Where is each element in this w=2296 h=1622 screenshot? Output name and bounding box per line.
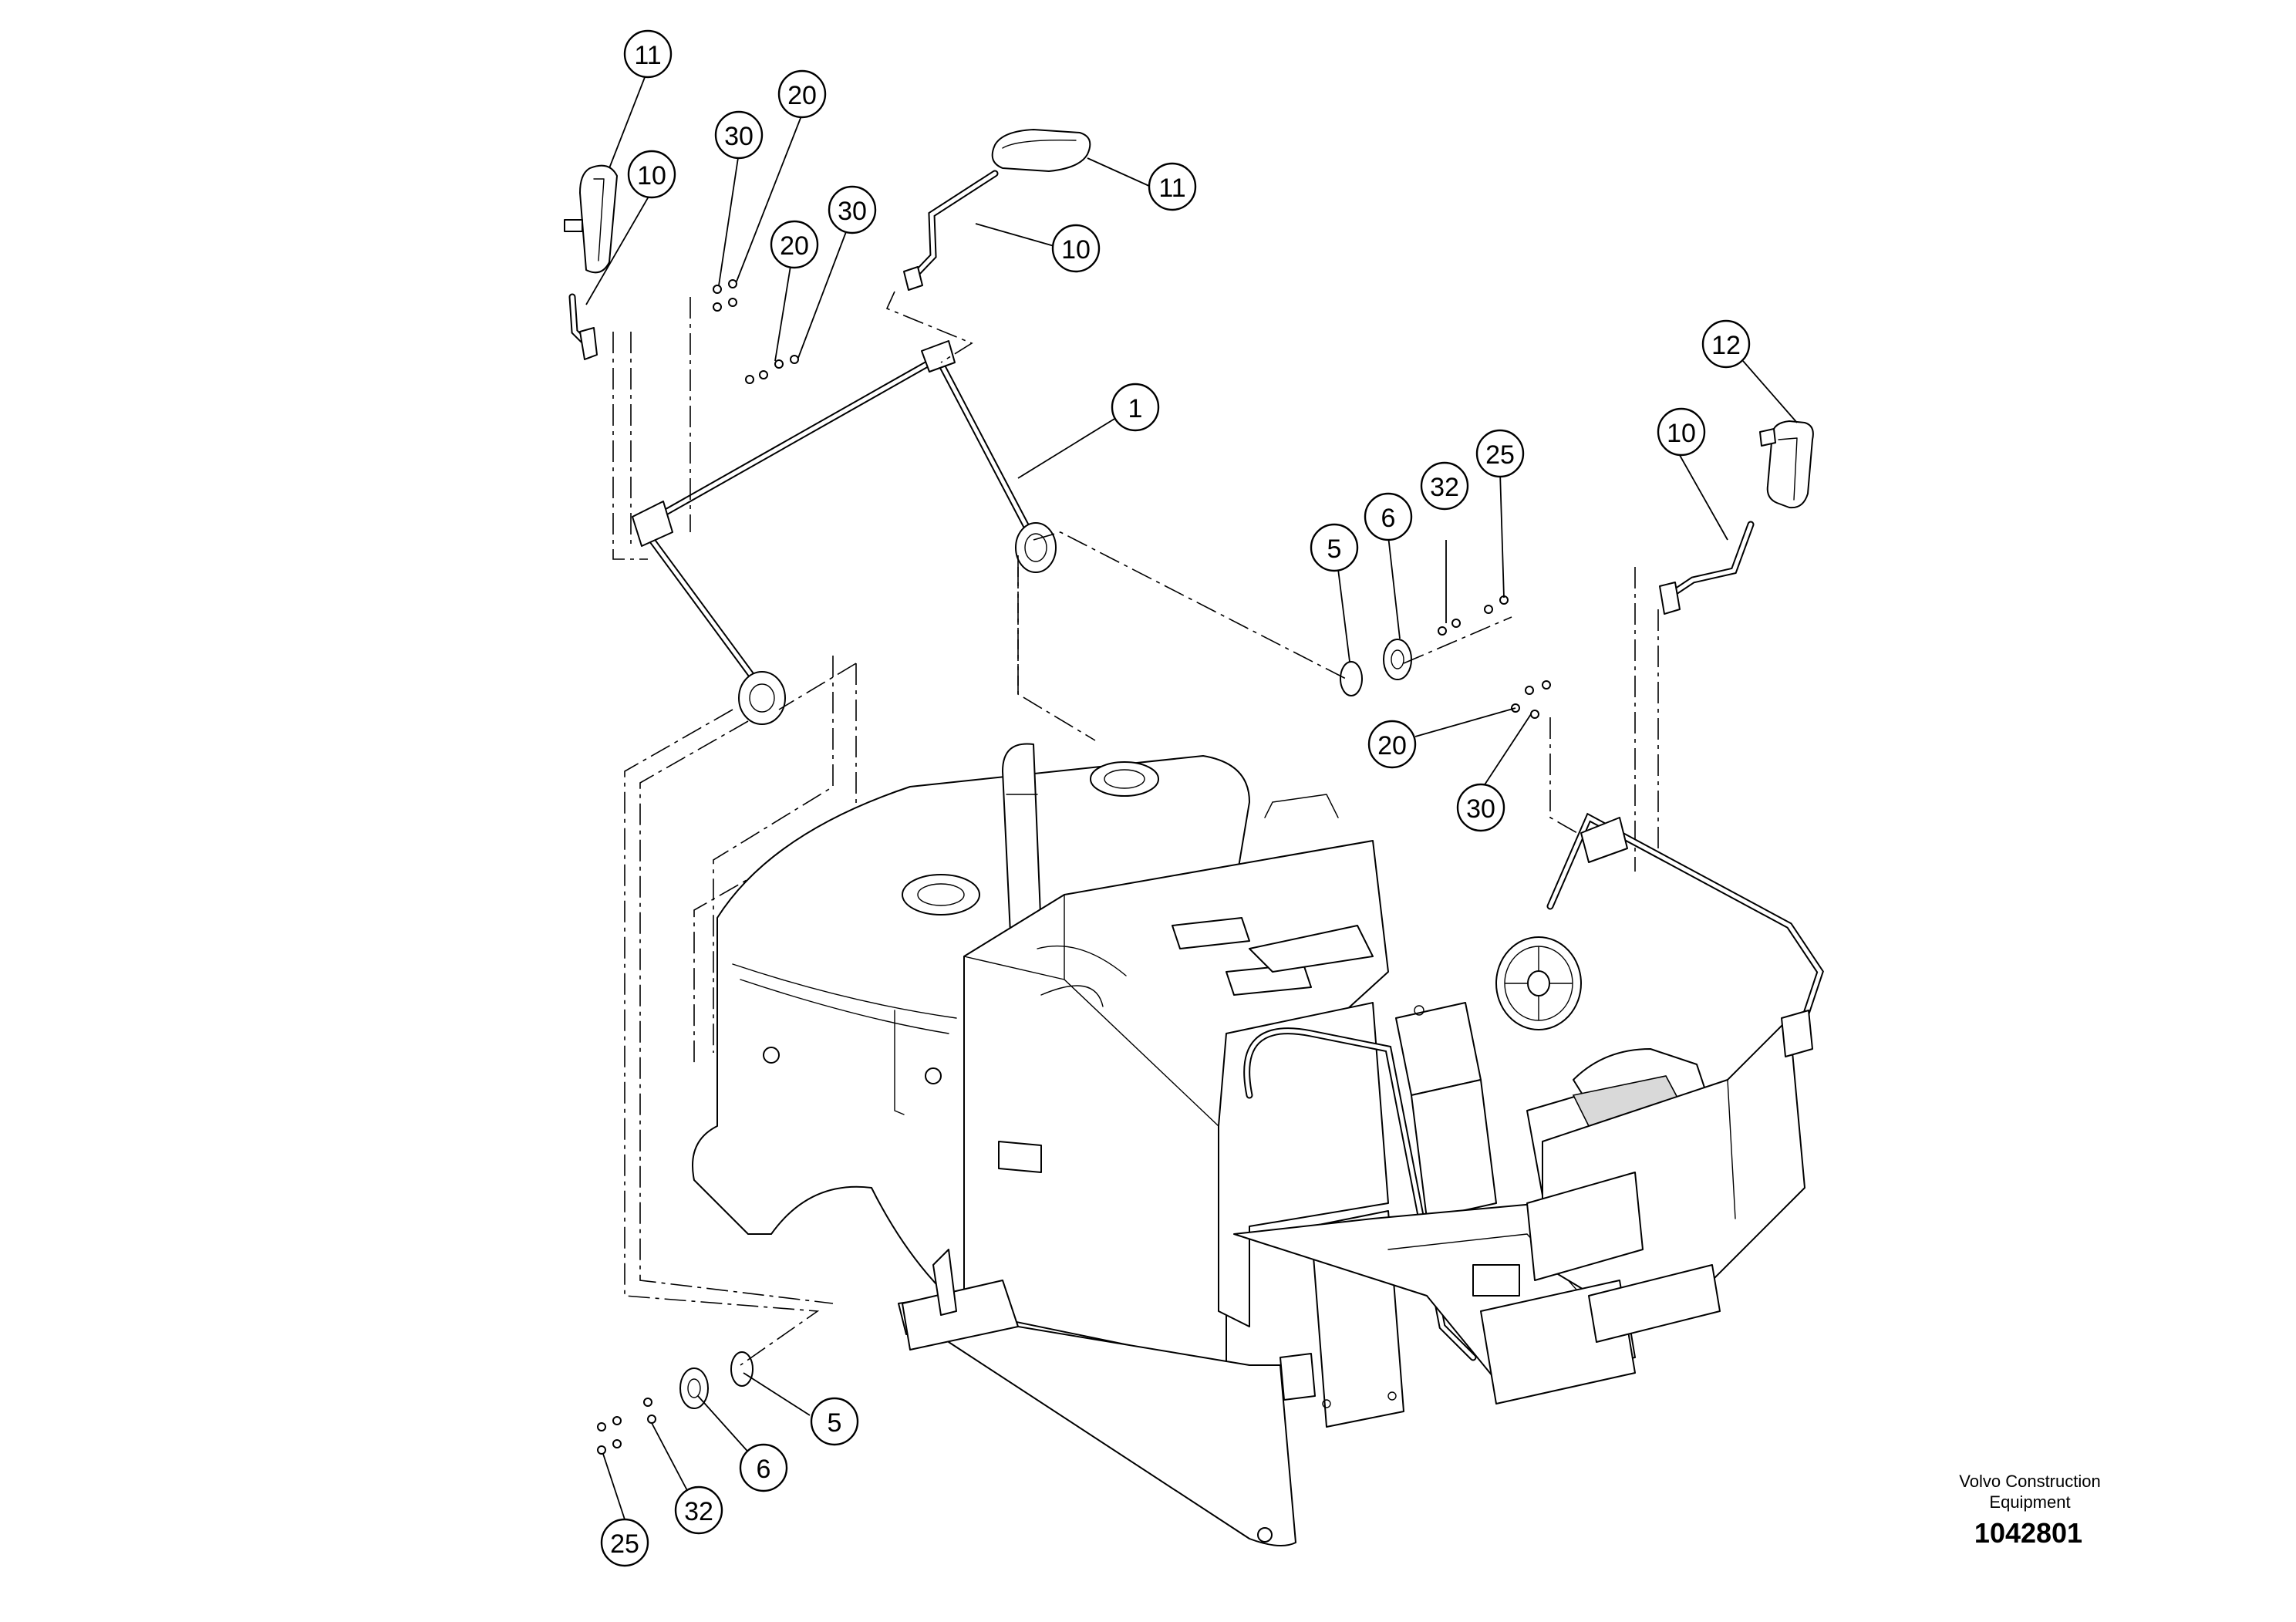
callout-label: 25 [610,1529,639,1559]
fasteners-top [597,279,1551,1455]
callout-label: 32 [684,1497,713,1526]
callout-5: 5 [810,1397,859,1446]
drawing-number: 1042801 [1974,1517,2082,1549]
callout-label: 30 [724,122,754,151]
callout-label: 30 [838,197,867,226]
callout-label: 10 [1667,419,1696,448]
callouts: 11 10 30 20 20 30 11 10 [585,29,1798,1567]
bushings [679,639,1412,1409]
manufacturer-line-2: Equipment [1989,1492,2070,1512]
callout-6: 6 [1364,492,1413,541]
mirror-bracket [632,340,1057,725]
callout-label: 6 [1381,504,1396,533]
callout-25: 25 [1475,429,1525,478]
machine-body [692,743,1824,1546]
callout-11: 11 [1148,162,1197,211]
title-block: Volvo Construction Equipment 1042801 [1959,1472,2100,1549]
callout-30: 30 [828,185,877,234]
callout-label: 25 [1485,440,1515,470]
callout-30: 30 [1456,783,1505,832]
callout-label: 10 [637,161,666,191]
right-front-mirror-assembly [903,129,1091,291]
callout-20: 20 [777,69,827,119]
rear-mirror-assembly [1659,420,1814,615]
callout-label: 20 [787,81,817,110]
callout-label: 32 [1430,473,1459,502]
callout-6: 6 [739,1443,788,1492]
callout-label: 11 [1158,174,1185,203]
callout-label: 10 [1061,235,1091,265]
callout-label: 6 [757,1455,771,1484]
callout-32: 32 [674,1485,723,1535]
callout-20: 20 [1367,720,1417,769]
callout-25: 25 [600,1518,649,1567]
callout-10: 10 [1051,224,1101,273]
callout-label: 30 [1466,794,1495,824]
manufacturer-line-1: Volvo Construction [1959,1472,2100,1491]
callout-10: 10 [627,150,676,199]
callout-label: 1 [1128,394,1143,423]
callout-5: 5 [1310,523,1359,572]
callout-label: 20 [780,231,809,261]
callout-label: 5 [828,1408,842,1438]
callout-1: 1 [1111,383,1160,432]
callout-32: 32 [1420,461,1469,511]
callout-11: 11 [623,29,673,79]
left-mirror-assembly [564,164,618,360]
callout-label: 20 [1377,731,1407,760]
callout-10: 10 [1657,407,1706,457]
callout-label: 12 [1711,331,1741,360]
callout-12: 12 [1701,319,1751,369]
callout-20: 20 [770,220,819,269]
callout-label: 5 [1327,534,1342,564]
callout-30: 30 [714,110,764,160]
callout-label: 11 [634,41,661,70]
